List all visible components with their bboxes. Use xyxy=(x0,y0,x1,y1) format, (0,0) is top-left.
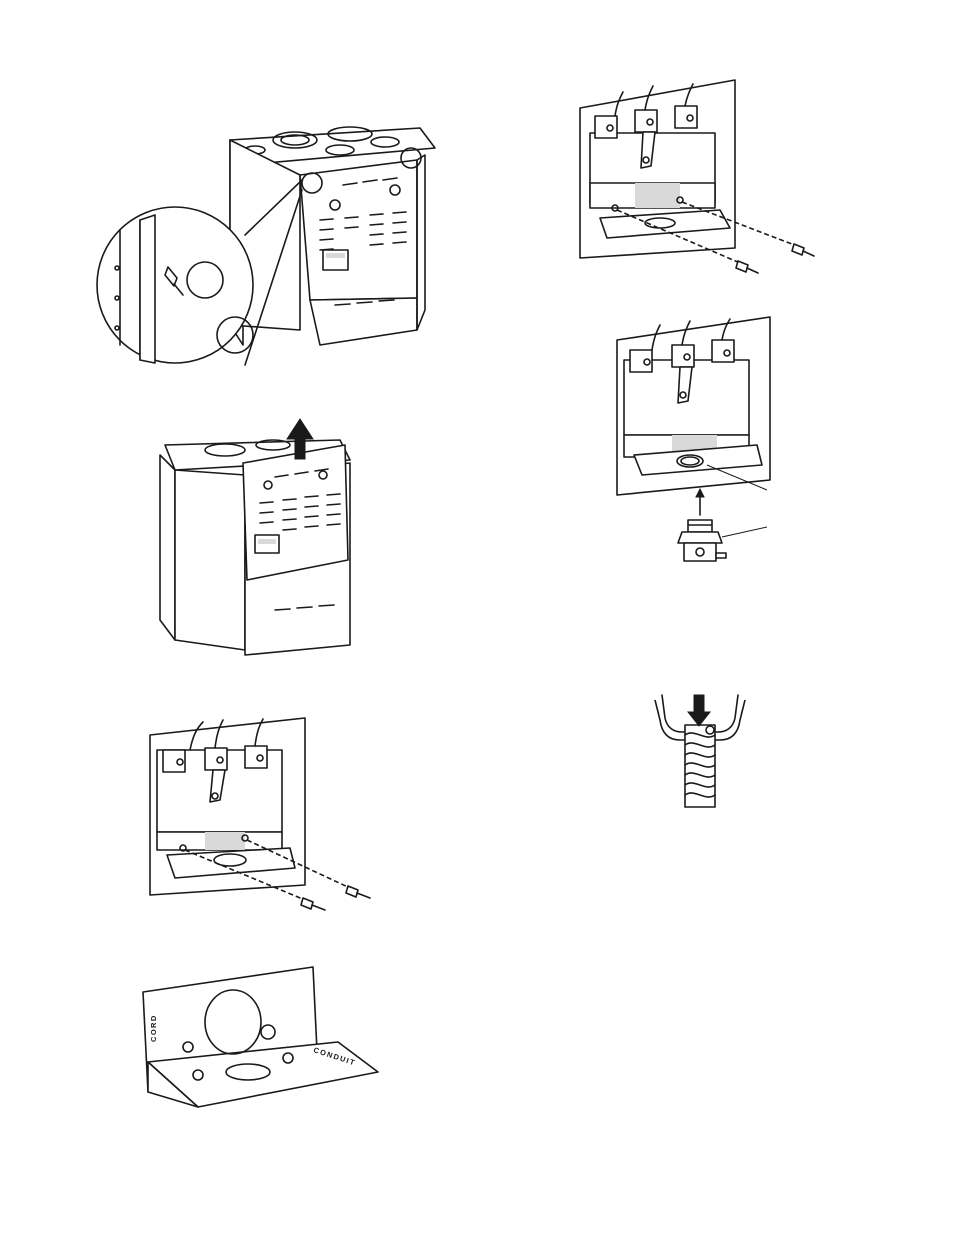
arrow-down-icon xyxy=(686,694,712,727)
rear-vent-slots xyxy=(319,177,407,306)
screw-icon xyxy=(345,885,371,899)
cord-label: CORD xyxy=(149,1014,158,1042)
strain-relief-icon xyxy=(677,519,768,562)
terminal-block-right-mid-figure xyxy=(612,315,772,590)
screw-callout-right xyxy=(400,147,422,169)
screw-icon xyxy=(300,897,326,911)
terminal-block-left-figure xyxy=(145,710,380,915)
wire-terminals xyxy=(162,718,268,803)
screw-icon xyxy=(735,260,759,274)
flexible-conduit-illustration xyxy=(654,694,746,808)
access-cover-plate xyxy=(242,444,349,581)
bracket-plate xyxy=(166,847,296,879)
terminal-block-strain-relief-illustration xyxy=(616,316,771,562)
screw-icon xyxy=(164,266,184,296)
arrow-up-icon xyxy=(286,418,314,460)
range-rear-illustration xyxy=(96,126,436,366)
terminal-block-right-top-figure xyxy=(575,78,815,278)
terminal-block-bracket-illustration xyxy=(579,79,815,274)
conduit-insert-figure xyxy=(650,690,750,810)
flexible-conduit xyxy=(684,724,716,808)
bracket-detail-figure: CORD CONDUIT xyxy=(138,962,383,1112)
screw-icon xyxy=(791,243,815,257)
range-cover-lift-illustration xyxy=(159,418,351,656)
arrow-up-icon xyxy=(695,487,705,516)
access-cover-removal-figure xyxy=(155,415,360,665)
range-top-screws-figure xyxy=(95,120,436,375)
magnifier-detail xyxy=(96,206,254,364)
screw-callout-left xyxy=(301,172,323,194)
strain-relief-bracket-illustration: CORD CONDUIT xyxy=(142,966,379,1108)
terminal-block-bracket-illustration xyxy=(149,717,371,911)
